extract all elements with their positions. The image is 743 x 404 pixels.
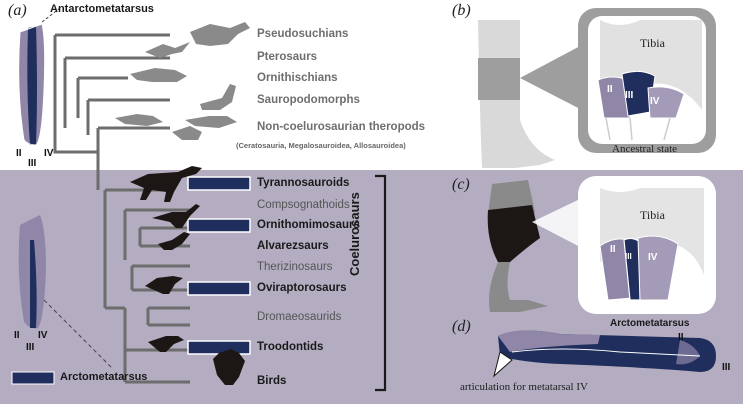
left-digit-iii: III <box>28 158 37 169</box>
taxon-pterosaurs: Pterosaurs <box>257 51 318 63</box>
panel-c-tibia: Tibia <box>640 208 665 222</box>
panel-d-caption: articulation for metatarsal IV <box>460 381 588 393</box>
panel-label-d: (d) <box>452 318 471 335</box>
panel-c-iii: III <box>625 252 632 261</box>
left-digit-ii: II <box>16 148 22 159</box>
panel-b-inset <box>578 8 716 153</box>
panel-c-iv: IV <box>648 252 658 263</box>
panel-b-ii: II <box>607 84 613 95</box>
arctometatarsus-bone <box>18 215 46 329</box>
panel-b-iii: III <box>625 90 634 101</box>
legend-label: Arctometatarsus <box>60 371 148 383</box>
panel-b-foot <box>478 20 582 168</box>
coelurosaur-bracket <box>375 174 387 392</box>
panel-label-a: (a) <box>8 2 27 19</box>
taxon-non-coelurosaurian-theropods: Non-coelurosaurian theropods <box>257 121 426 133</box>
taxon-theropod-subgroups: (Ceratosauria, Megalosauroidea, Allosaur… <box>236 141 406 150</box>
taxon-silhouettes <box>115 22 250 140</box>
panel-c-foot <box>487 180 582 312</box>
coelurosaur-silhouettes <box>130 166 245 385</box>
antarctometatarsus-title: Antarctometatarsus <box>50 3 154 15</box>
taxon-dromaeosaurids: Dromaeosaurids <box>257 311 342 323</box>
panel-b-tibia: Tibia <box>640 36 665 50</box>
taxon-therizinosaurs: Therizinosaurs <box>257 261 333 273</box>
taxon-sauropodomorphs: Sauropodomorphs <box>257 94 360 106</box>
panel-label-c: (c) <box>452 176 470 193</box>
antarctometatarsus-bone <box>18 23 46 146</box>
coelurosaurs-label: Coelurosaurs <box>347 192 362 276</box>
arctometatarsus-bars <box>187 176 251 355</box>
panel-b-caption: Ancestral state <box>612 143 678 155</box>
lower-digit-iii: III <box>26 342 35 353</box>
taxon-ornithischians: Ornithischians <box>257 72 338 84</box>
taxon-oviraptorosaurs: Oviraptorosaurs <box>257 282 347 294</box>
legend-swatch <box>11 371 55 385</box>
taxon-pseudosuchians: Pseudosuchians <box>257 28 349 40</box>
panel-d-ii: II <box>678 332 684 343</box>
taxon-tyrannosauroids: Tyrannosauroids <box>257 177 350 189</box>
lower-digit-ii: II <box>14 330 20 341</box>
panel-c-caption: Arctometatarsus <box>610 318 690 329</box>
panel-d-iii: III <box>722 362 731 373</box>
taxon-ornithomimosaurs: Ornithomimosaurs <box>257 219 360 231</box>
taxon-compsognathoids: Compsognathoids <box>257 199 350 211</box>
lower-digit-iv: IV <box>38 330 48 341</box>
panel-label-b: (b) <box>452 2 471 19</box>
panel-d-bone <box>493 330 716 378</box>
cladogram-tree <box>53 33 190 384</box>
panel-c-ii: II <box>610 244 616 255</box>
taxon-alvarezsaurs: Alvarezsaurs <box>257 240 329 252</box>
taxon-birds: Birds <box>257 375 287 387</box>
panel-b-iv: IV <box>650 96 660 107</box>
taxon-troodontids: Troodontids <box>257 341 324 353</box>
panel-c-inset <box>578 176 716 314</box>
left-digit-iv: IV <box>44 148 54 159</box>
